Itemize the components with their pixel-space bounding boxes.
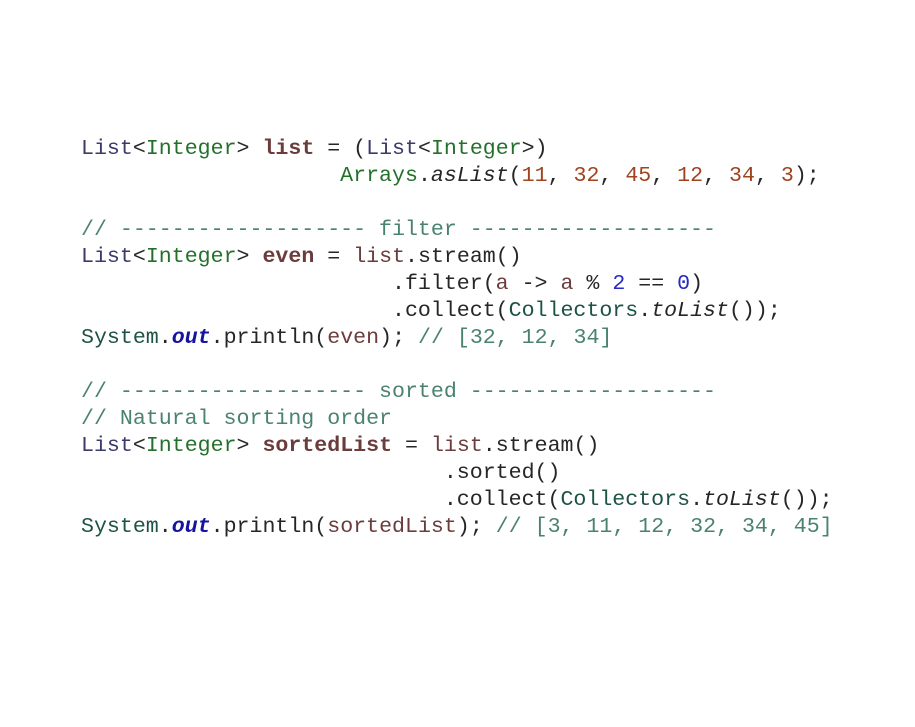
code-token: List — [81, 434, 133, 458]
code-token: ); — [456, 515, 496, 539]
code-line: // ------------------- filter ----------… — [81, 217, 833, 244]
code-token: 3 — [780, 164, 794, 188]
code-token: .println( — [210, 515, 328, 539]
code-token: a — [560, 272, 574, 296]
code-token: list — [353, 245, 406, 269]
code-token: // Natural sorting order — [81, 407, 393, 431]
code-token: List — [366, 137, 418, 161]
code-token: = ( — [314, 137, 367, 161]
code-token: Integer — [145, 245, 237, 269]
code-token: sortedList — [327, 515, 457, 539]
code-line: // ------------------- sorted ----------… — [81, 379, 833, 406]
code-token: toList — [703, 488, 781, 512]
code-token: .stream() — [405, 245, 522, 269]
code-token: toList — [651, 299, 729, 323]
code-line: List<Integer> sortedList = list.stream() — [81, 433, 833, 460]
code-token: Integer — [145, 434, 237, 458]
code-token: ) — [690, 272, 704, 296]
code-line: System.out.println(even); // [32, 12, 34… — [81, 325, 833, 352]
code-token: asList — [430, 164, 509, 188]
code-token: Arrays — [340, 164, 418, 188]
code-token: List — [81, 137, 133, 161]
code-token: 45 — [625, 164, 652, 188]
code-token: // ------------------- filter ----------… — [81, 218, 716, 242]
code-token: = — [314, 245, 354, 269]
code-token: . — [690, 488, 704, 512]
code-line: .collect(Collectors.toList()); — [81, 298, 833, 325]
code-token: > — [236, 245, 263, 269]
code-token: a — [495, 272, 509, 296]
code-token: Collectors — [560, 488, 691, 512]
code-token: // ------------------- sorted ----------… — [81, 380, 716, 404]
code-line: .collect(Collectors.toList()); — [81, 487, 833, 514]
code-token: . — [417, 164, 431, 188]
code-token: Integer — [145, 137, 237, 161]
code-line: List<Integer> even = list.stream() — [81, 244, 833, 271]
code-token: . — [158, 326, 172, 350]
code-token: sortedList — [262, 434, 393, 458]
code-token: .sorted() — [81, 461, 561, 485]
code-token: 11 — [521, 164, 548, 188]
code-token: >) — [521, 137, 548, 161]
code-token: , — [547, 164, 574, 188]
code-token: System — [81, 326, 159, 350]
code-token: ()); — [728, 299, 781, 323]
code-token: ( — [508, 164, 522, 188]
code-line: // Natural sorting order — [81, 406, 833, 433]
code-block: List<Integer> list = (List<Integer>) Arr… — [81, 136, 833, 541]
code-token: Collectors — [508, 299, 639, 323]
code-token: 0 — [677, 272, 691, 296]
code-token: .println( — [210, 326, 328, 350]
code-line: Arrays.asList(11, 32, 45, 12, 34, 3); — [81, 163, 833, 190]
code-token: 2 — [612, 272, 626, 296]
code-token: . — [158, 515, 172, 539]
code-token: list — [262, 137, 315, 161]
code-token: // [3, 11, 12, 32, 34, 45] — [495, 515, 833, 539]
code-token: // [32, 12, 34] — [418, 326, 613, 350]
code-line — [81, 190, 833, 217]
code-token: out — [171, 515, 211, 539]
code-line: .filter(a -> a % 2 == 0) — [81, 271, 833, 298]
code-token: ()); — [780, 488, 833, 512]
code-token: < — [132, 245, 146, 269]
code-token: ); — [793, 164, 820, 188]
code-token: Integer — [430, 137, 522, 161]
code-token: .collect( — [81, 299, 509, 323]
code-token: 32 — [573, 164, 600, 188]
code-token: < — [132, 434, 146, 458]
code-token — [81, 164, 340, 188]
code-token: , — [754, 164, 781, 188]
code-token: 34 — [729, 164, 755, 188]
code-token: > — [236, 137, 263, 161]
code-line: System.out.println(sortedList); // [3, 1… — [81, 514, 833, 541]
code-token: , — [703, 164, 730, 188]
code-token: = — [392, 434, 431, 458]
code-token: .stream() — [482, 434, 600, 458]
code-token: -> — [508, 272, 561, 296]
code-line: List<Integer> list = (List<Integer>) — [81, 136, 833, 163]
code-token: ); — [379, 326, 418, 350]
code-token: even — [327, 326, 380, 350]
code-token: 12 — [677, 164, 704, 188]
code-token: even — [262, 245, 315, 269]
code-token: , — [599, 164, 626, 188]
code-token: == — [625, 272, 678, 296]
code-token: .collect( — [81, 488, 561, 512]
code-line — [81, 352, 833, 379]
code-token: < — [417, 137, 431, 161]
code-token: % — [573, 272, 613, 296]
code-token: . — [638, 299, 652, 323]
code-token: , — [651, 164, 678, 188]
code-token: .filter( — [81, 272, 496, 296]
code-token: < — [132, 137, 146, 161]
code-token: list — [430, 434, 483, 458]
code-token: System — [81, 515, 159, 539]
code-token: out — [171, 326, 211, 350]
code-token: > — [236, 434, 263, 458]
code-line: .sorted() — [81, 460, 833, 487]
code-token: List — [81, 245, 133, 269]
